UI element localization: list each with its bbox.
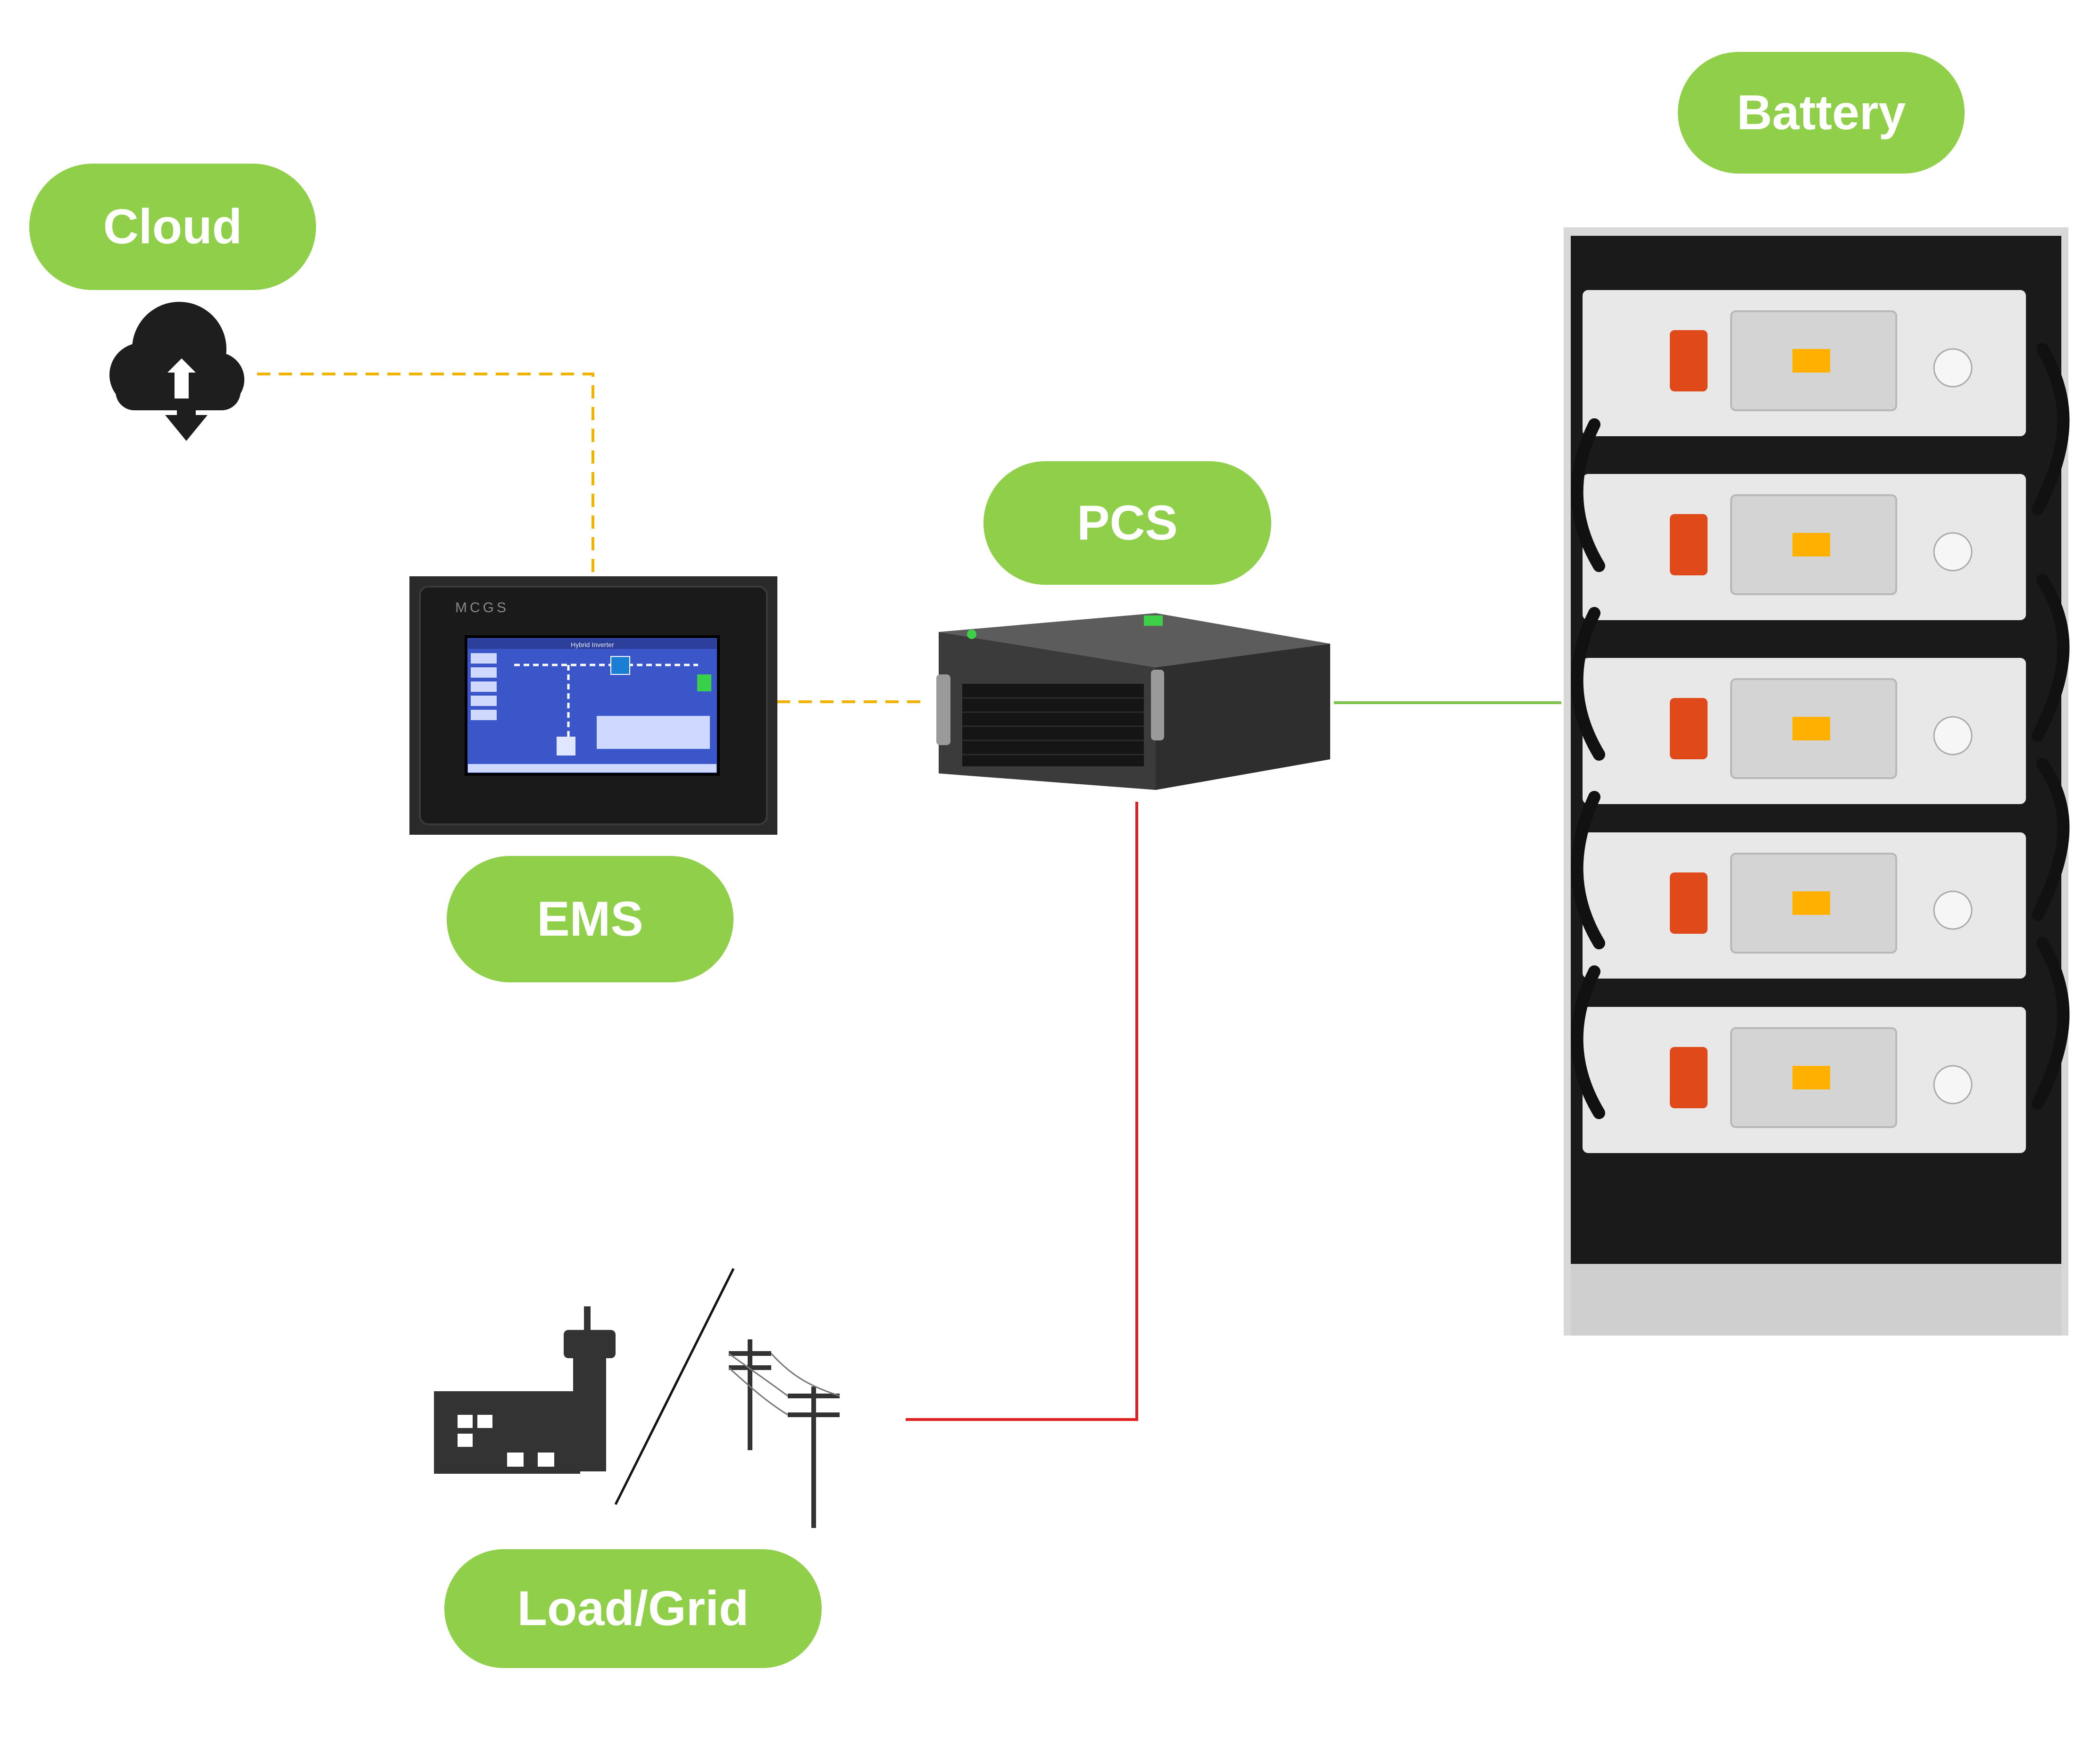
battery-label: Battery [1678, 52, 1965, 174]
load-grid-divider [614, 1268, 735, 1505]
power-pole-icon [729, 1339, 840, 1528]
cloud-label: Cloud [29, 164, 316, 290]
factory-icon [434, 1306, 616, 1474]
pcs-label: PCS [983, 461, 1271, 585]
ems-label: EMS [447, 856, 733, 982]
pcs-grid-link [906, 802, 1138, 1421]
ems-brand: MCGS [455, 600, 509, 615]
ems-screen-title: Hybrid Inverter [571, 641, 614, 648]
battery-modules [1583, 290, 2026, 1153]
cloud-ems-link [257, 373, 594, 576]
load-grid-label: Load/Grid [444, 1549, 822, 1668]
